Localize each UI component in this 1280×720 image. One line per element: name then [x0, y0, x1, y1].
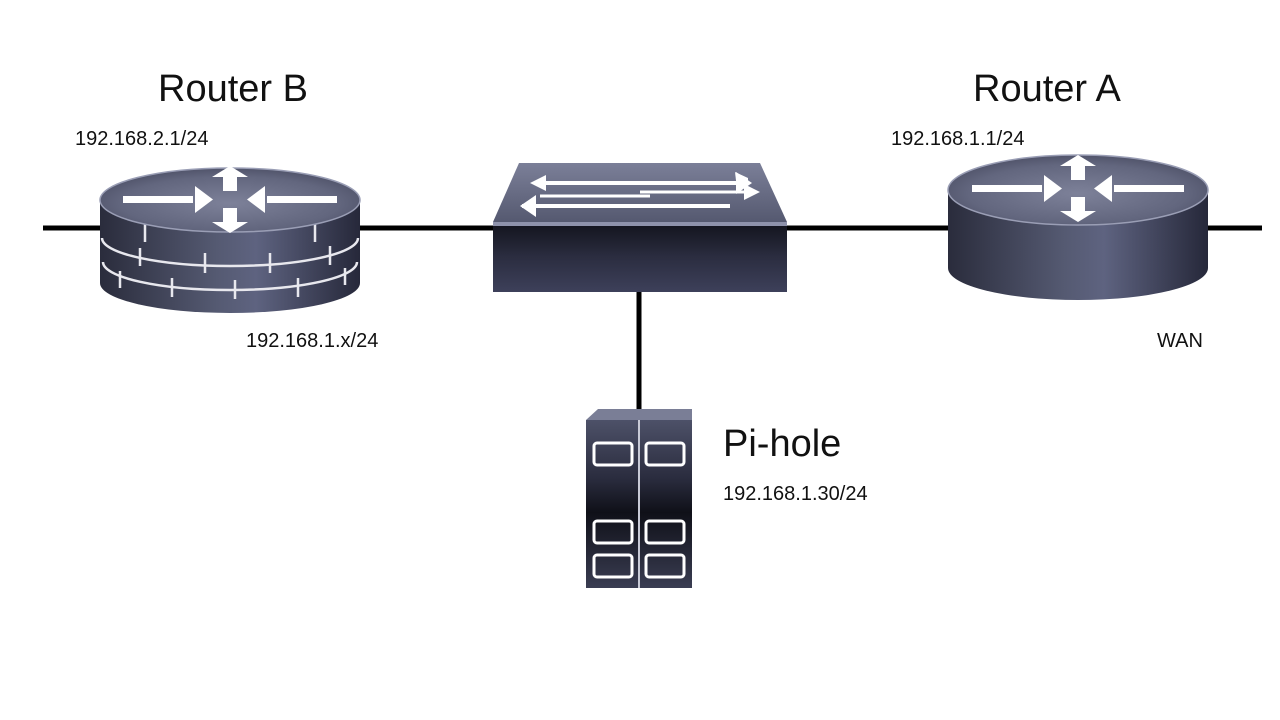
- switch-icon: [493, 163, 787, 292]
- router-b-wan-address: 192.168.1.x/24: [246, 330, 379, 352]
- firewall-router-icon: [99, 166, 361, 313]
- router-a-lan-address: 192.168.1.1/24: [891, 128, 1025, 150]
- network-links: [43, 225, 1262, 412]
- router-b-title: Router B: [158, 68, 308, 110]
- router-icon: [947, 154, 1209, 300]
- router-a-wan-label: WAN: [1157, 330, 1203, 352]
- router-a-title: Router A: [973, 68, 1121, 110]
- router-b-lan-address: 192.168.2.1/24: [75, 128, 209, 150]
- server-icon: [586, 409, 692, 588]
- pihole-title: Pi-hole: [723, 423, 842, 465]
- pihole-address: 192.168.1.30/24: [723, 483, 868, 505]
